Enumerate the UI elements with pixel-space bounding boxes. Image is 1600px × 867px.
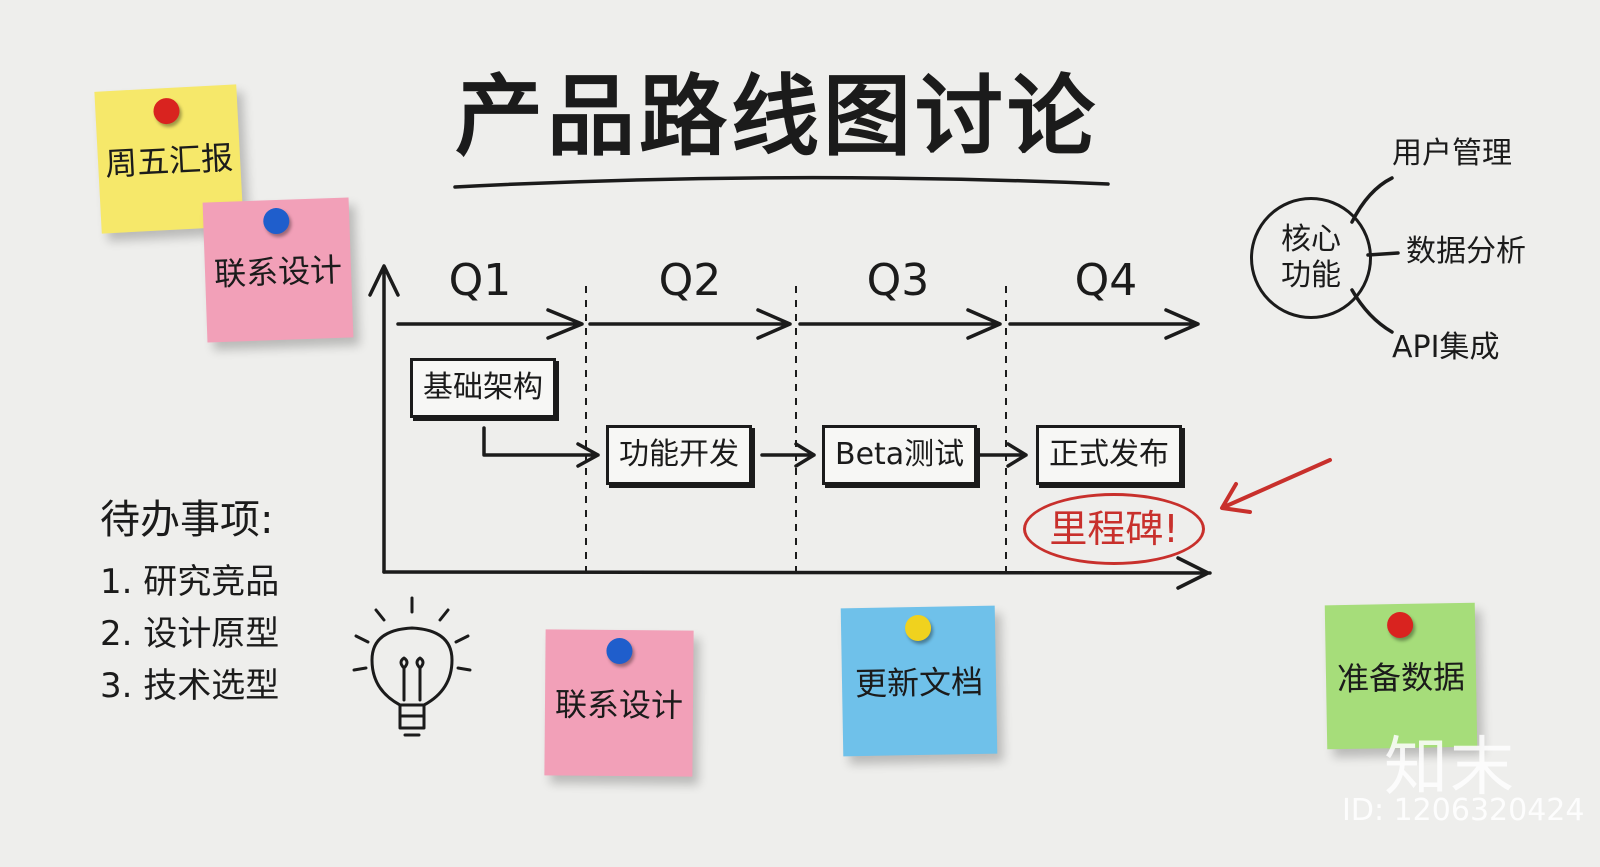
sticky-note-contact-design[interactable]: 联系设计 [544,629,694,777]
quarter-label-q1: Q1 [448,255,512,306]
stage-beta: Beta测试 [822,425,978,485]
flow-arrow [482,426,600,468]
core-branch-analytics: 数据分析 [1406,234,1526,269]
watermark-logo: 知末 [1384,731,1516,805]
quarter-arrow [588,308,792,340]
quarter-label-q3: Q3 [866,255,930,306]
pushpin-icon [606,637,633,665]
flow-arrow [760,442,816,468]
quarter-arrow [1008,308,1200,340]
stage-feature-dev: 功能开发 [606,425,752,485]
quarter-label-q4: Q4 [1074,255,1138,306]
pushpin-icon [262,207,290,235]
title-underline [453,175,1110,189]
todo-item: 1. 研究竞品 [100,562,280,602]
todo-item: 3. 技术选型 [100,666,280,706]
lightbulb-icon [352,596,472,737]
quarter-arrow [396,308,584,340]
watermark-id: ID: 1206320424 [1342,793,1585,828]
page-title: 产品路线图讨论 [455,65,1100,168]
sticky-note-text: 周五汇报 [104,138,235,184]
todo-item: 2. 设计原型 [100,614,280,654]
sticky-note-text: 联系设计 [554,685,684,725]
quarter-label-q2: Q2 [658,255,722,306]
flow-arrow [974,442,1028,468]
sticky-note-text: 准备数据 [1336,657,1466,699]
y-axis [368,264,400,574]
quarter-arrow [798,308,1002,340]
milestone-badge: 里程碑! [1023,493,1205,565]
core-branch-api: API集成 [1392,330,1500,365]
core-features-circle: 核心 功能 [1250,197,1372,319]
core-branch-user-mgmt: 用户管理 [1392,136,1512,171]
stage-foundation: 基础架构 [410,358,556,418]
sticky-note-contact-design[interactable]: 联系设计 [202,197,354,343]
core-branch [1350,176,1394,224]
todo-title: 待办事项: [100,497,274,543]
core-branch [1366,251,1400,257]
sticky-note-update-docs[interactable]: 更新文档 [840,605,998,757]
milestone-arrow [1220,458,1332,514]
core-label-line2: 功能 [1281,258,1341,293]
pushpin-icon [1386,611,1414,639]
x-axis [382,556,1212,590]
pushpin-icon [152,97,181,125]
core-label-line1: 核心 [1281,222,1341,257]
sticky-note-text: 联系设计 [213,250,343,294]
sticky-note-text: 更新文档 [854,662,984,704]
pushpin-icon [904,614,932,642]
stage-release: 正式发布 [1036,425,1182,485]
